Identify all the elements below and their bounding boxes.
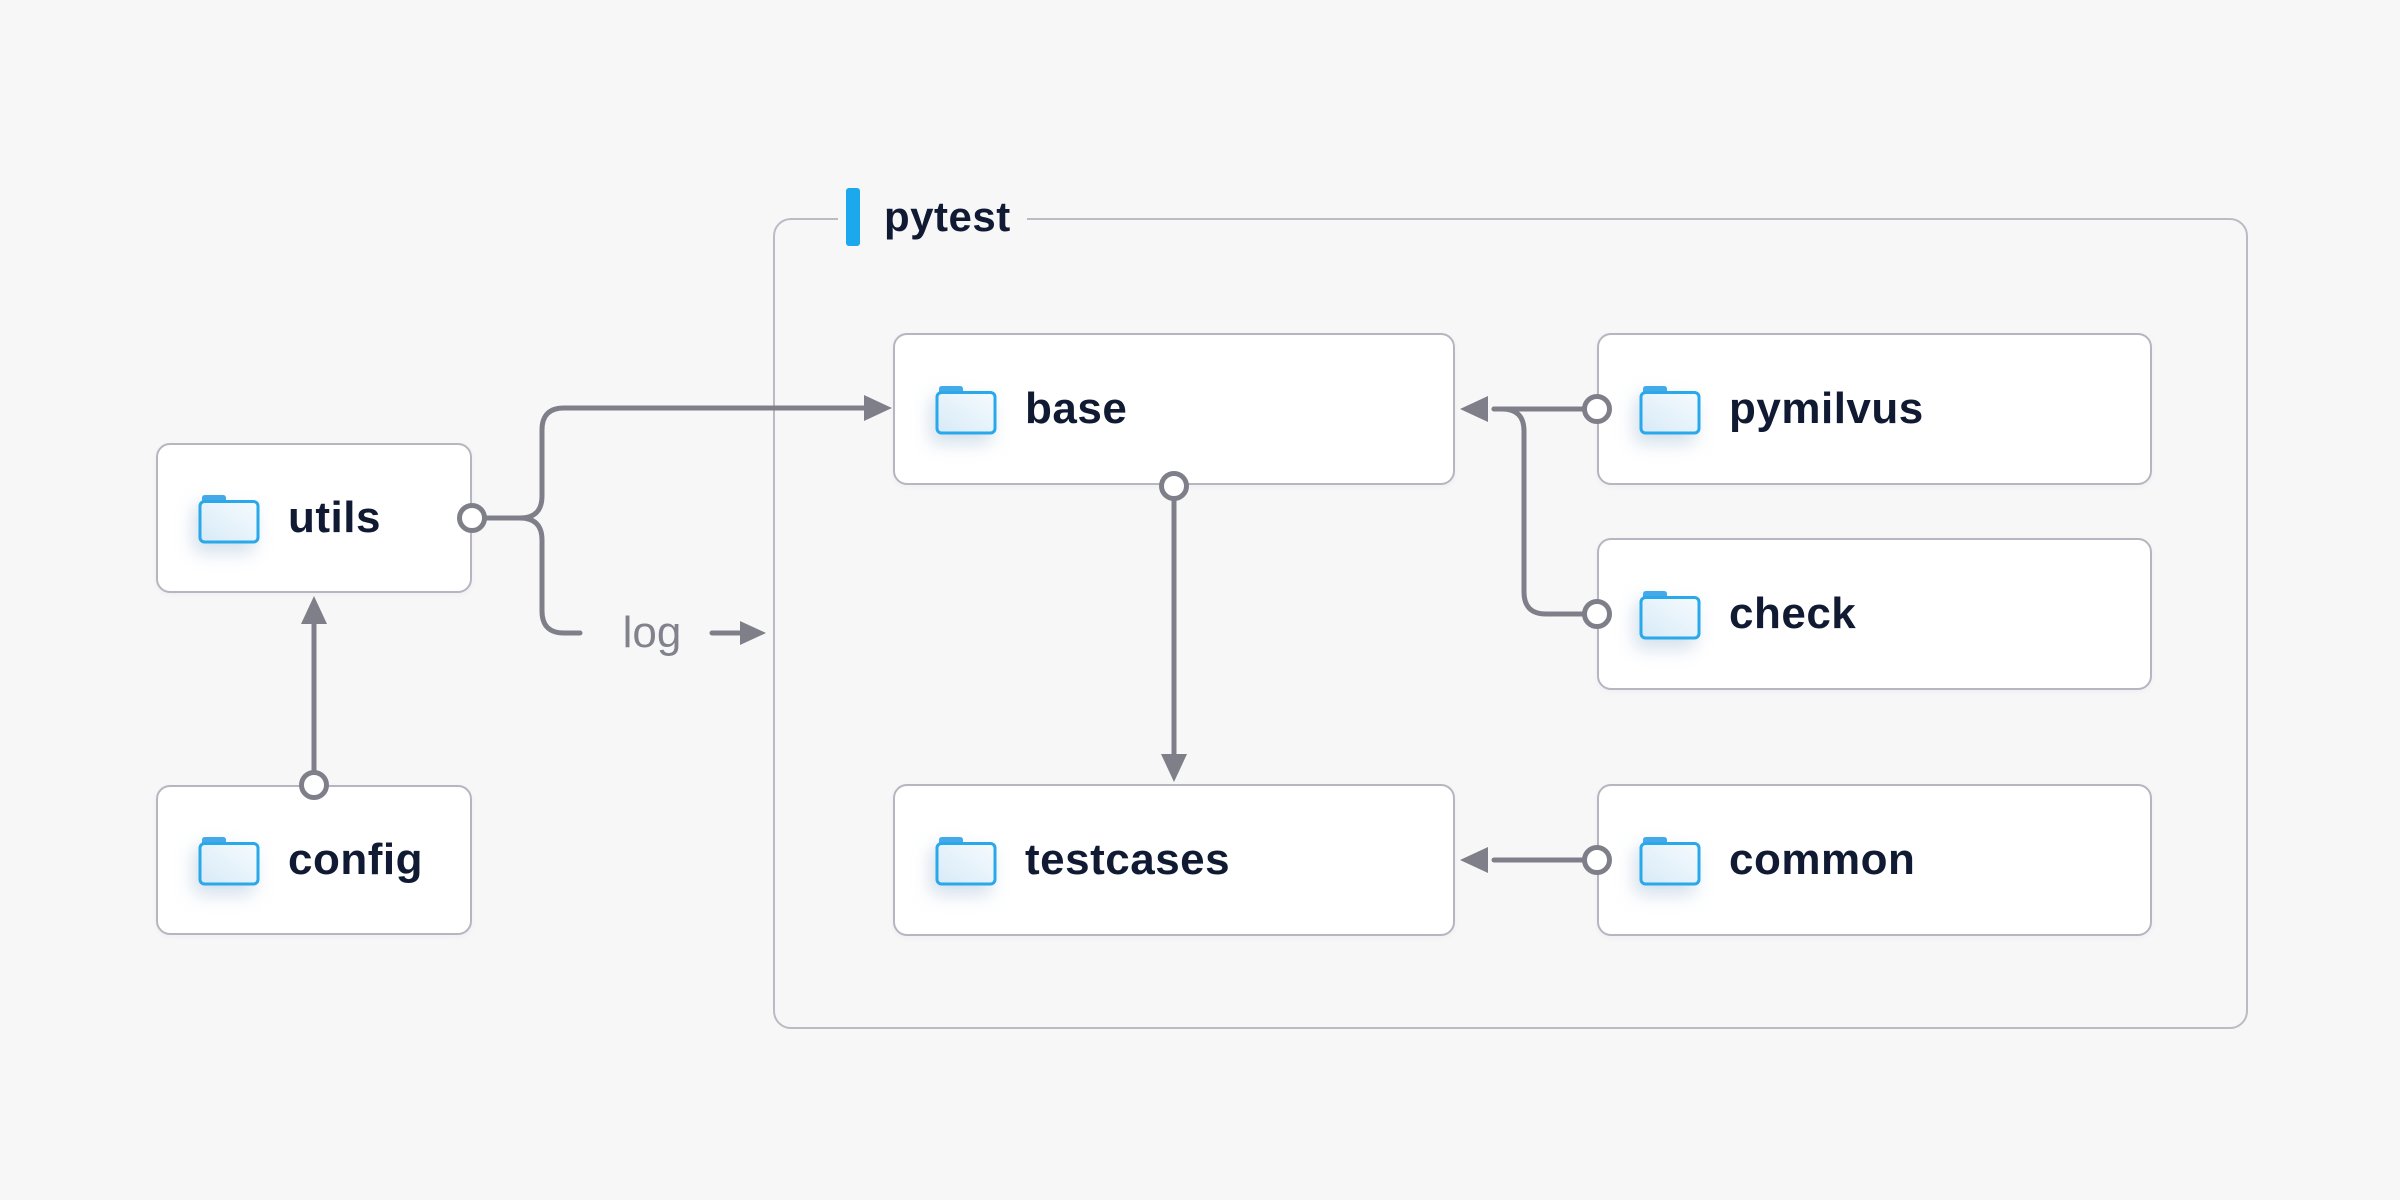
- folder-icon: [1639, 383, 1701, 435]
- folder-icon: [935, 834, 997, 886]
- edge-utils-log: [517, 515, 583, 636]
- group-pytest-label: pytest: [838, 186, 1027, 248]
- node-testcases: testcases: [893, 784, 1455, 936]
- node-utils: utils: [156, 443, 472, 593]
- node-config-label: config: [288, 835, 423, 884]
- node-testcases-label: testcases: [1025, 835, 1231, 884]
- arrowhead-up: [301, 596, 327, 624]
- folder-icon: [1639, 834, 1701, 886]
- node-pymilvus-label: pymilvus: [1729, 384, 1924, 433]
- node-common-label: common: [1729, 835, 1916, 884]
- node-config: config: [156, 785, 472, 935]
- group-pytest-title: pytest: [884, 193, 1011, 240]
- node-check-label: check: [1729, 589, 1857, 638]
- group-pytest-container: [773, 218, 2248, 1029]
- node-base-label: base: [1025, 384, 1128, 433]
- folder-icon: [935, 383, 997, 435]
- folder-icon: [198, 834, 260, 886]
- folder-icon: [198, 492, 260, 544]
- edge-label-log: log: [622, 608, 682, 657]
- arrowhead-right: [740, 621, 766, 645]
- node-check: check: [1597, 538, 2152, 690]
- node-base: base: [893, 333, 1455, 485]
- node-utils-label: utils: [288, 493, 381, 542]
- folder-icon: [1639, 588, 1701, 640]
- node-pymilvus: pymilvus: [1597, 333, 2152, 485]
- accent-bar: [846, 188, 860, 246]
- node-common: common: [1597, 784, 2152, 936]
